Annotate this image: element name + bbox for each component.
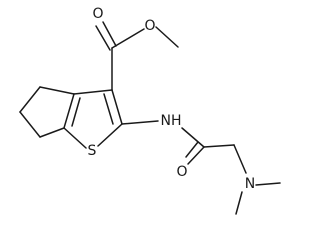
bond-c4-c5 [19,86,41,113]
bond-amide-c-double-o-a [187,146,205,165]
bond-c7a-c3a-b [71,97,81,127]
bond-c3-c2-a [111,89,123,125]
bond-nh-amide-c [181,127,205,148]
bond-ch2-n [233,144,247,174]
bond-amide-c-ch2 [203,144,235,148]
bond-ester-c-o [111,28,145,49]
atom-ester-carbonyl-o: O [92,6,103,22]
atom-dimethyl-n: N [245,176,255,192]
chemical-structure-diagram: O O NH S O N [19,6,281,215]
atom-thiophene-s: S [88,143,97,159]
bond-amide-c-double-o-b [185,141,199,158]
bond-o-methyl [155,26,179,48]
atom-amide-carbonyl-o: O [176,164,187,180]
bond-n-methyl-right [255,182,281,186]
bond-c6-c7a [39,127,65,138]
bond-ester-c-double-o-b [102,21,117,47]
bonds [19,21,281,215]
bond-c2-nh [121,120,159,125]
bond-c2-s [97,123,123,147]
bond-ester-c-double-o-a [95,25,111,51]
atom-amide-nh: NH [161,113,182,129]
bond-c5-c6 [19,111,41,138]
atom-labels: O O NH S O N [88,6,256,192]
atom-ester-ether-o: O [144,18,155,34]
bond-c7a-c3a-a [63,93,75,129]
bond-c3-c2-b [103,93,114,125]
bond-n-methyl-down [235,191,243,215]
bond-c3a-c4 [39,86,75,95]
bond-c3a-c3 [73,89,113,95]
bond-s-c7a [63,127,87,149]
